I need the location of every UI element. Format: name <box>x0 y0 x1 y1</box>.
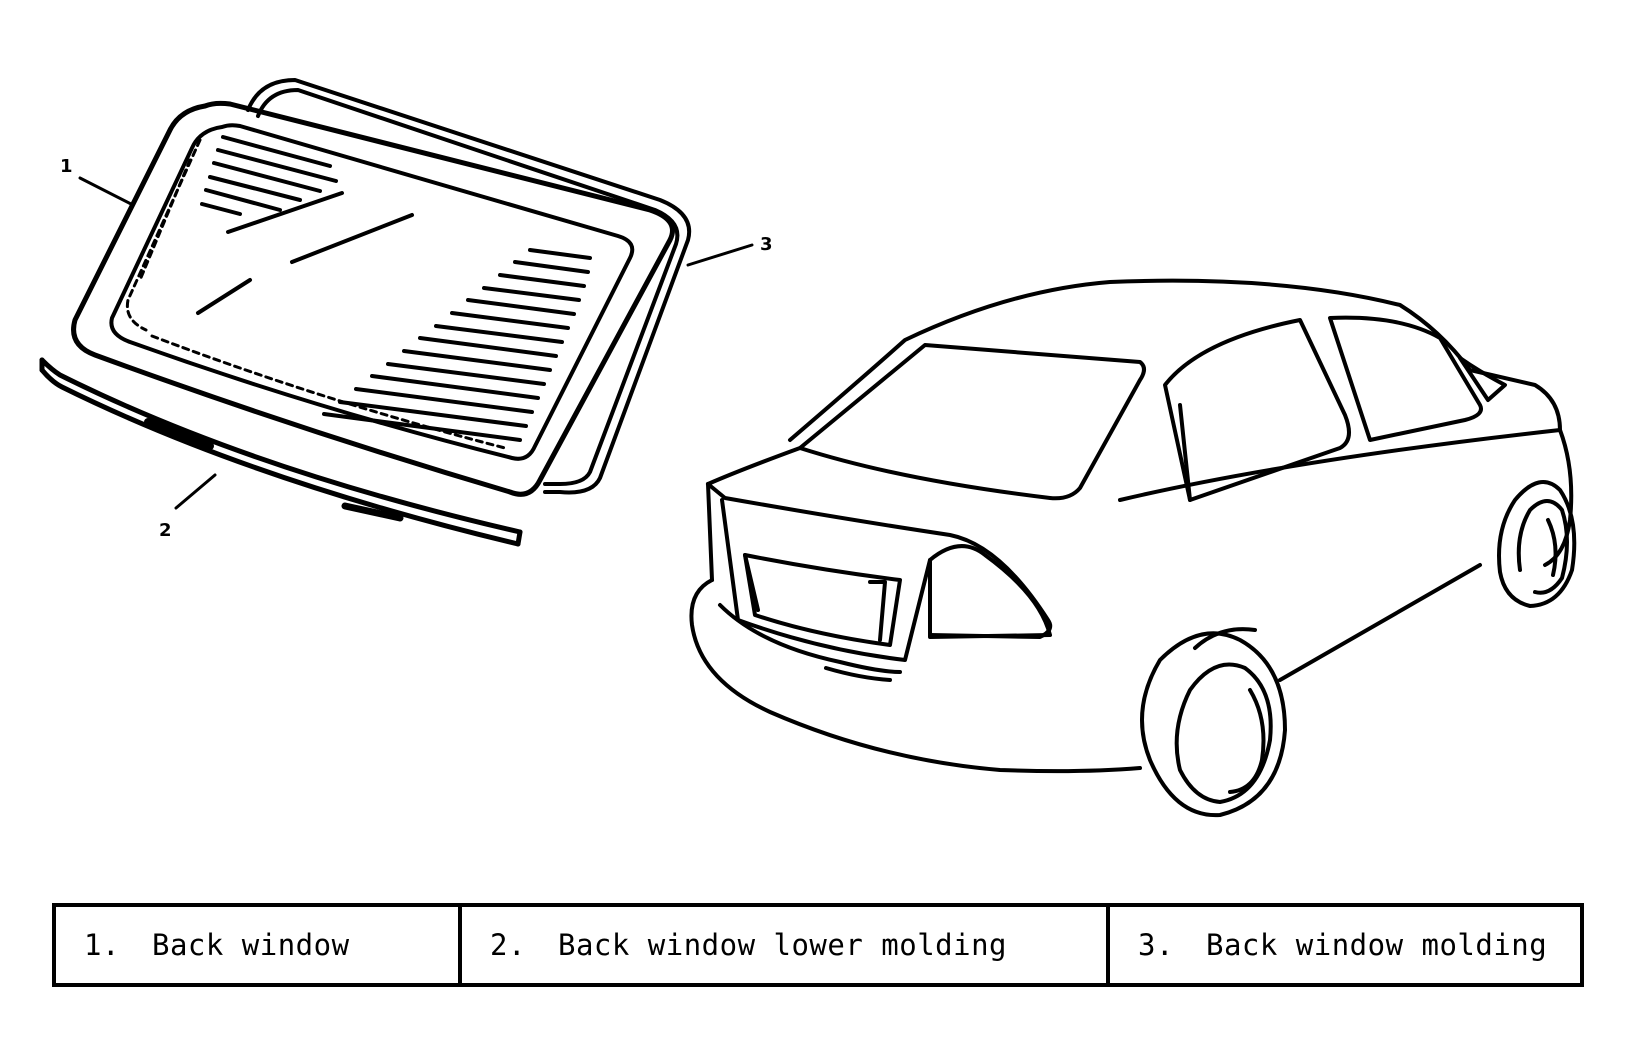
back-window-drawing <box>71 100 675 497</box>
legend-text: Back window lower molding <box>558 928 1007 962</box>
vehicle-drawing <box>689 278 1577 818</box>
back-window-lower-molding-drawing <box>39 357 523 547</box>
legend-cell-back-window-lower-molding: 2. Back window lower molding <box>458 907 1106 983</box>
legend-number: 1. <box>84 928 120 962</box>
leader-lines <box>78 176 754 510</box>
callout-1-label: 1 <box>60 156 73 177</box>
parts-diagram: 1 2 3 <box>39 78 1577 818</box>
legend-cell-back-window-molding: 3. Back window molding <box>1106 907 1580 983</box>
legend-text: Back window <box>152 928 350 962</box>
callout-2-label: 2 <box>159 520 172 541</box>
legend-text: Back window molding <box>1206 928 1548 962</box>
back-window-molding-drawing <box>246 78 692 495</box>
legend-cell-back-window: 1. Back window <box>56 907 458 983</box>
legend-table: 1. Back window 2. Back window lower mold… <box>52 903 1584 987</box>
legend-number: 3. <box>1138 928 1174 962</box>
callout-3-label: 3 <box>760 234 773 255</box>
legend-number: 2. <box>490 928 526 962</box>
